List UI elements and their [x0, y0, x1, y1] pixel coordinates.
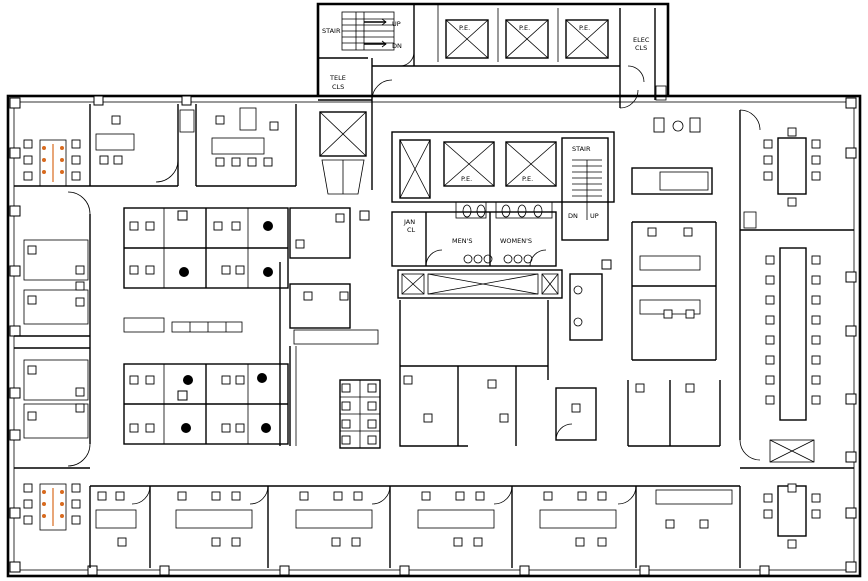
stair-top-up-label: UP — [392, 20, 401, 28]
pe-label-4: P.E. — [461, 175, 472, 183]
offices-bottom — [89, 485, 741, 568]
tele-cls-label: CLS — [332, 83, 344, 91]
core-center — [391, 131, 615, 447]
offices-left — [14, 191, 91, 467]
stair-mid-label: STAIR — [572, 145, 591, 153]
jan-cl-label: CL — [407, 226, 416, 234]
tele-label: TELE — [329, 74, 346, 82]
center-rooms — [279, 207, 379, 446]
womens-label: WOMEN'S — [500, 237, 532, 245]
conference-right — [739, 109, 854, 537]
elec-cls-label: CLS — [635, 44, 647, 52]
stair-mid-up-label: UP — [590, 212, 599, 220]
core-doors-top — [371, 51, 667, 109]
stair-top-label: STAIR — [322, 27, 341, 35]
stair-top-dn-label: DN — [392, 42, 402, 50]
stair-mid-dn-label: DN — [568, 212, 578, 220]
offices-top — [89, 104, 297, 187]
chairs — [23, 115, 821, 549]
offices-right-core — [627, 167, 721, 447]
workstations-lower — [123, 363, 289, 445]
conference-bottom-left — [14, 467, 90, 531]
elevator-shafts-top — [445, 19, 609, 59]
pe-label-3: P.E. — [579, 24, 590, 32]
benching-workstations — [339, 379, 381, 449]
pe-label-5: P.E. — [522, 175, 533, 183]
pe-label-1: P.E. — [459, 24, 470, 32]
stair-top — [341, 11, 395, 51]
pe-label-2: P.E. — [519, 24, 530, 32]
building-shell — [6, 2, 862, 578]
print-station — [123, 317, 243, 333]
lounge-table — [672, 120, 815, 463]
shaft-left — [319, 111, 367, 195]
elec-label: ELEC — [633, 36, 650, 44]
perimeter-columns — [9, 95, 857, 576]
conference-top-left — [14, 139, 90, 187]
mens-label: MEN'S — [452, 237, 473, 245]
jan-label: JAN — [403, 218, 415, 226]
workstations-upper — [123, 207, 289, 289]
